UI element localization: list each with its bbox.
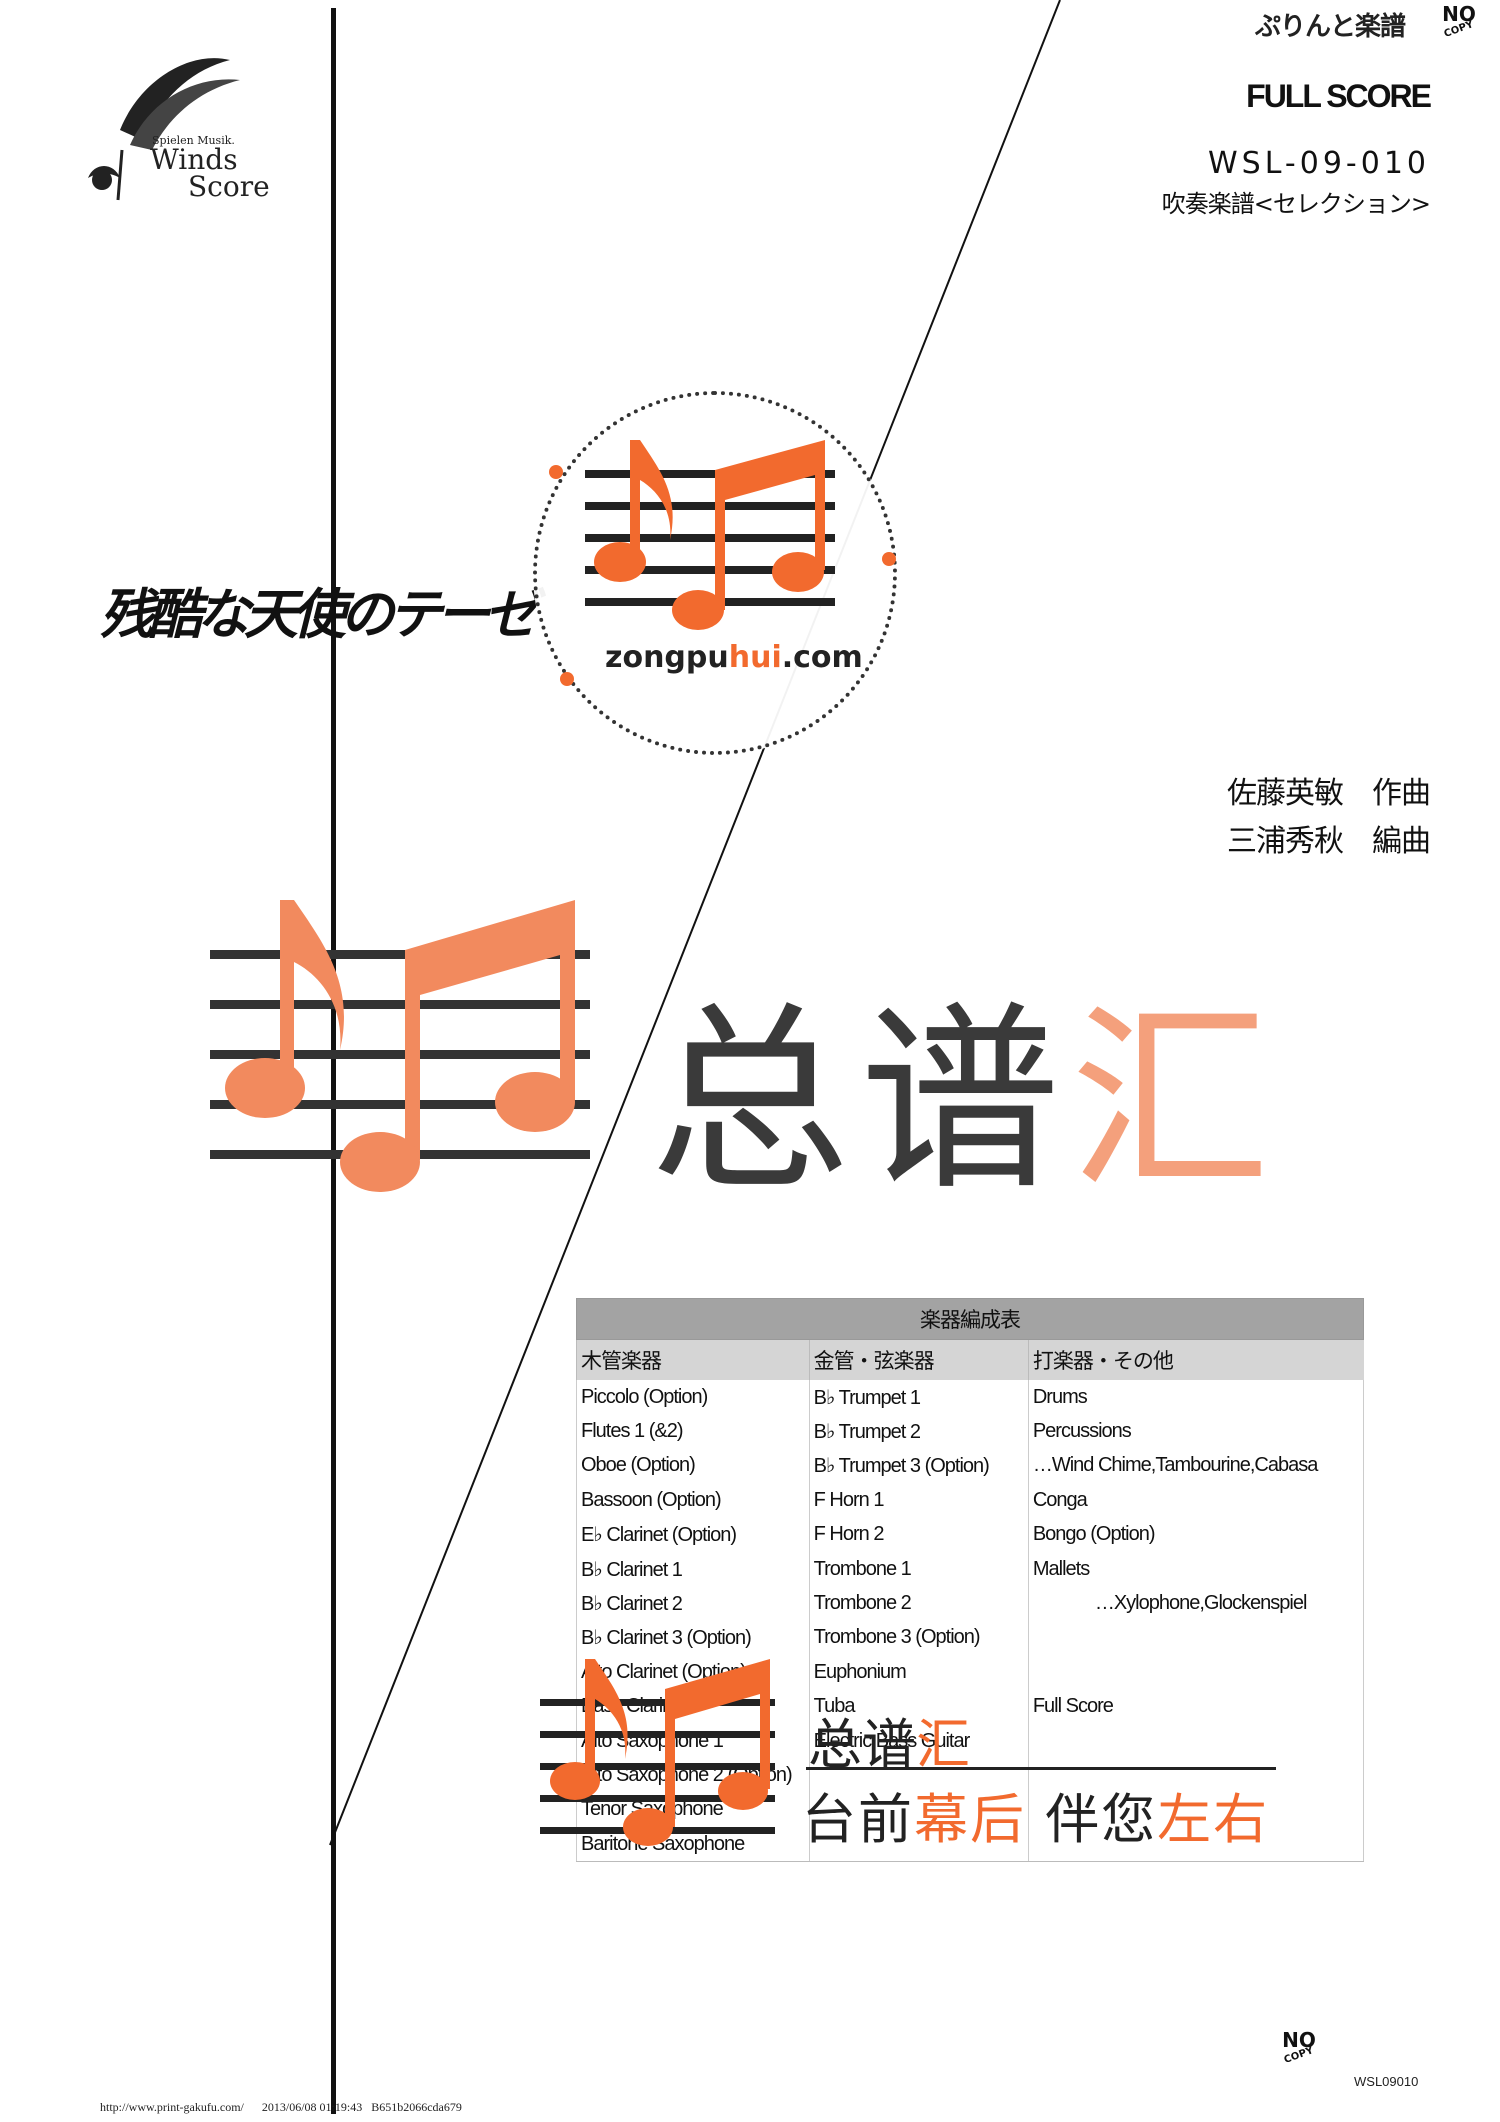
table-cell [808, 1827, 1029, 1863]
table-cell: B♭ Trumpet 1 [808, 1380, 1029, 1415]
watermark-dot [882, 552, 896, 566]
url-highlight: hui [728, 640, 782, 675]
table-cell: Piccolo (Option) [576, 1380, 810, 1415]
brand-name: ぷりんと楽譜 [1255, 12, 1406, 42]
winds-score-logo [80, 50, 280, 220]
piece-title: 残酷な天使のテーゼ [100, 583, 538, 646]
big-watermark-text: 总谱汇 [650, 938, 1280, 1228]
table-cell: Percussions [1027, 1414, 1365, 1449]
logo-word-winds: Winds [150, 143, 238, 176]
no-copy-text: NO [1442, 2, 1476, 26]
slogan-part: 伴您 [1045, 1788, 1158, 1851]
arranger-credit: 三浦秀秋 編曲 [1227, 824, 1431, 859]
footer-code: WSL09010 [1354, 2074, 1419, 2089]
table-cell: B♭ Clarinet 1 [576, 1551, 810, 1587]
composer-credit: 佐藤英敏 作曲 [1227, 776, 1431, 811]
table-cell: Trombone 3 (Option) [808, 1620, 1029, 1656]
table-row: Alto Clarinet (Option)Euphonium [576, 1655, 1365, 1690]
slogan-part: 幕后 [914, 1788, 1026, 1851]
table-cell: B♭ Trumpet 2 [808, 1414, 1029, 1449]
table-cell: Full Score [1027, 1689, 1365, 1724]
score-type: FULL SCORE [1246, 78, 1432, 114]
column-header-woodwinds: 木管楽器 [576, 1339, 810, 1380]
table-cell: Flutes 1 (&2) [576, 1414, 810, 1449]
watermark-url: zongpuhui.com [605, 640, 863, 675]
table-cell: E♭ Clarinet (Option) [576, 1517, 810, 1552]
series-name: 吹奏楽譜<セレクション> [1161, 190, 1431, 218]
table-cell: Trombone 2 [808, 1586, 1029, 1621]
slogan-part: 左右 [1157, 1788, 1270, 1851]
catalog-number: WSL-09-010 [1208, 146, 1430, 181]
table-cell: Tuba [808, 1689, 1029, 1724]
music-note-icon [585, 440, 835, 630]
small-music-note-icon [540, 1659, 775, 1846]
table-cell [1027, 1723, 1365, 1759]
big-watermark-dark: 总谱 [650, 985, 1071, 1218]
small-watermark-light: 汇 [916, 1713, 970, 1776]
table-caption: 楽器編成表 [576, 1298, 1364, 1340]
table-cell [1027, 1758, 1365, 1793]
footer-hash: B651b2066cda679 [371, 2100, 462, 2114]
no-copy-text: NO [1282, 2028, 1316, 2052]
instrumentation-table: 楽器編成表 木管楽器 金管・弦楽器 打楽器・その他 Piccolo (Optio… [576, 1298, 1365, 1863]
url-suffix: .com [781, 640, 863, 675]
url-prefix: zongpu [605, 640, 729, 675]
table-row: Oboe (Option)B♭ Trumpet 3 (Option)…Wind … [576, 1448, 1365, 1484]
logo-tagline: Spielen Musik. [152, 134, 235, 147]
logo-word-score: Score [188, 170, 270, 203]
small-watermark-text: 总谱汇 [808, 1700, 970, 1779]
table-cell: F Horn 1 [808, 1483, 1029, 1518]
table-cell [1027, 1827, 1365, 1863]
table-cell [808, 1758, 1029, 1793]
table-cell: B♭ Clarinet 2 [576, 1586, 810, 1621]
quill-icon [88, 58, 240, 201]
table-row: B♭ Clarinet 3 (Option)Trombone 3 (Option… [576, 1620, 1365, 1656]
big-music-note-icon [210, 900, 590, 1192]
table-cell: Bassoon (Option) [576, 1483, 810, 1518]
watermark-slogan: 台前幕后 伴您左右 [802, 1775, 1269, 1854]
watermark-dot [549, 465, 563, 479]
no-copy-mark-bottom: NO COPY [1276, 2030, 1322, 2074]
footer-timestamp: 2013/06/08 01:19:43 [261, 2100, 363, 2114]
table-cell: Drums [1027, 1380, 1365, 1415]
footer-info: http://www.print-gakufu.com/ 2013/06/08 … [100, 2100, 462, 2115]
footer-url[interactable]: http://www.print-gakufu.com/ [100, 2100, 244, 2114]
table-cell: Electric Bass Guitar [808, 1723, 1029, 1759]
table-cell [1027, 1655, 1365, 1690]
small-watermark-dark: 总谱 [808, 1713, 916, 1776]
no-copy-mark-top: NO COPY [1436, 4, 1482, 48]
table-cell [808, 1792, 1029, 1828]
table-cell: …Xylophone,Glockenspiel [1027, 1586, 1365, 1621]
table-cell: Trombone 1 [808, 1551, 1029, 1587]
small-watermark [540, 1655, 1280, 1855]
table-cell: F Horn 2 [808, 1517, 1029, 1552]
table-cell: Mallets [1027, 1551, 1365, 1587]
watermark-divider [806, 1767, 1276, 1770]
watermark-dot [560, 672, 574, 686]
table-cell: Oboe (Option) [576, 1448, 810, 1484]
table-cell [1027, 1620, 1365, 1656]
table-cell: …Wind Chime,Tambourine,Cabasa [1027, 1448, 1365, 1484]
column-header-brass-strings: 金管・弦楽器 [808, 1339, 1029, 1380]
table-cell: Euphonium [808, 1655, 1029, 1690]
column-header-percussion: 打楽器・その他 [1027, 1339, 1364, 1380]
big-watermark-light: 汇 [1070, 985, 1281, 1218]
slogan-part: 台前 [802, 1788, 914, 1851]
table-cell: Bongo (Option) [1027, 1517, 1365, 1552]
table-cell [1027, 1792, 1365, 1828]
table-cell: Conga [1027, 1483, 1365, 1518]
table-cell: B♭ Trumpet 3 (Option) [808, 1448, 1029, 1484]
table-cell: B♭ Clarinet 3 (Option) [576, 1620, 810, 1656]
